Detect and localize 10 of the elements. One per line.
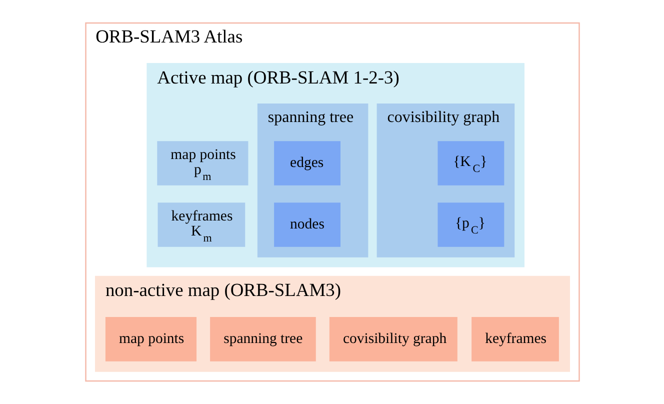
node-box: map points p$_{m}$ <box>156 141 248 186</box>
node-box: {p$_{C}$} <box>437 202 504 247</box>
node-box: spanning tree <box>210 317 316 362</box>
node-box: covisibility graph <box>328 317 457 362</box>
node-box: nodes <box>274 202 340 247</box>
node-box: {K$_{C}$} <box>437 141 504 186</box>
node-box: edges <box>274 141 340 186</box>
node-box: map points <box>104 317 196 362</box>
node-box: keyframes K$_{m}$ <box>157 202 245 247</box>
node-box: keyframes <box>471 317 558 362</box>
